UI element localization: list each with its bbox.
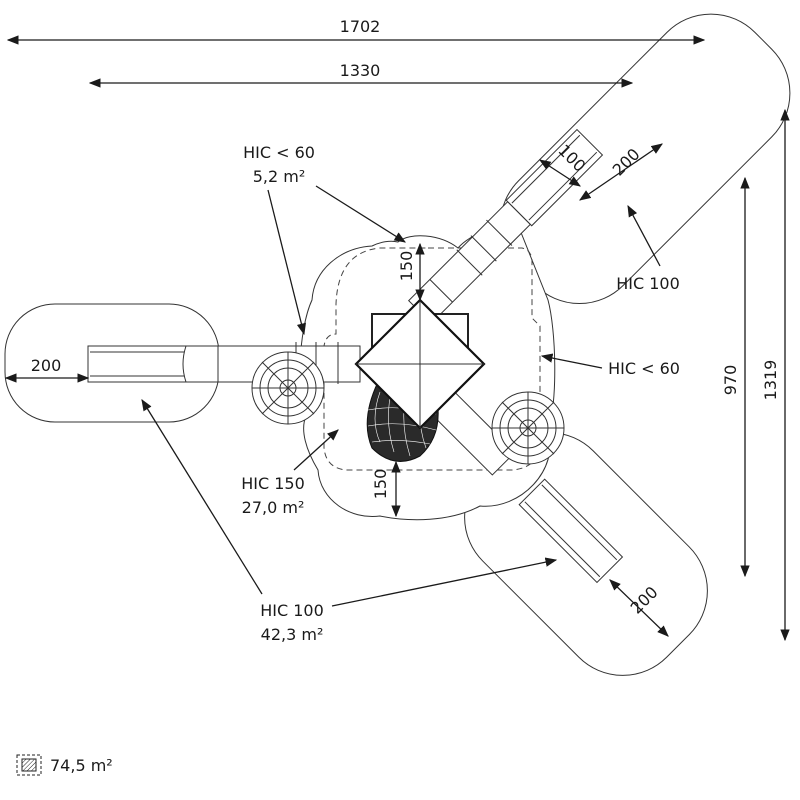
dim-clearance-bottom: 150 [371, 469, 390, 500]
label-hic150-area: 27,0 m² [242, 498, 305, 517]
label-hic100-bottom-area: 42,3 m² [261, 625, 324, 644]
dimension-lines [4, 35, 790, 642]
dim-inner-height: 970 [721, 365, 740, 396]
leader-lines [141, 185, 661, 607]
dim-inner-width: 1330 [340, 61, 381, 80]
label-hic150: HIC 150 [241, 474, 305, 493]
zone-inner-dashed [323, 247, 541, 471]
left-slide [87, 345, 187, 383]
legend-total-area: 74,5 m² [50, 756, 113, 775]
hatched-area-icon [16, 754, 42, 776]
label-hic60-right: HIC < 60 [608, 359, 680, 378]
dim-clearance-top: 150 [397, 251, 416, 282]
left-spiral-tube [251, 351, 325, 425]
bottom-right-slide [518, 478, 624, 584]
label-hic100-right: HIC 100 [616, 274, 680, 293]
label-hic100-bottom: HIC 100 [260, 601, 324, 620]
dim-total-height: 1319 [761, 360, 780, 401]
zone-labels: HIC < 60 5,2 m² HIC 100 HIC < 60 HIC 150… [241, 143, 680, 644]
label-hic60-top: HIC < 60 [243, 143, 315, 162]
label-hic60-top-area: 5,2 m² [253, 167, 306, 186]
right-spiral-tube [491, 391, 565, 465]
legend: 74,5 m² [16, 754, 113, 776]
equipment [87, 128, 624, 584]
dim-slide-left: 200 [31, 356, 62, 375]
dim-total-width: 1702 [340, 17, 381, 36]
